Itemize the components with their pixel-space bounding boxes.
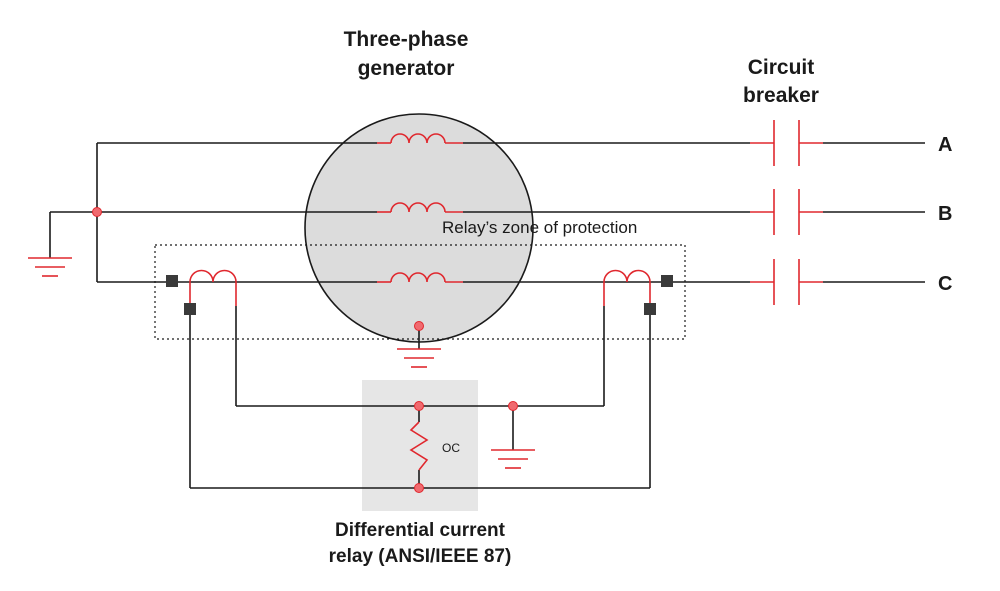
relay-junction-dot-bottom — [414, 483, 424, 493]
breaker-title-line2: breaker — [743, 84, 819, 107]
winding-b — [377, 202, 463, 213]
breaker-a — [750, 120, 823, 166]
phase-a-label: A — [938, 134, 952, 156]
overcurrent-element — [409, 421, 429, 471]
generator-title-line1: Three-phase — [344, 28, 469, 51]
breaker-c — [750, 259, 823, 305]
ground-junction-dot — [508, 401, 518, 411]
winding-c — [377, 272, 463, 283]
relay-title-line1: Differential current — [335, 520, 506, 541]
zone-of-protection-label: Relay’s zone of protection — [442, 218, 637, 237]
right-ct-terminal-bottom — [644, 303, 656, 315]
right-ct-terminal-top — [661, 275, 673, 287]
breaker-title-line1: Circuit — [748, 56, 815, 79]
generator-neutral-dot — [414, 321, 424, 331]
left-ground-symbol — [28, 212, 72, 277]
generator-title-line2: generator — [358, 57, 455, 80]
relay-title-line2: relay (ANSI/IEEE 87) — [329, 546, 512, 567]
right-current-transformer — [603, 269, 651, 306]
relay-junction-dot-top — [414, 401, 424, 411]
relay-ground-symbol — [491, 449, 535, 469]
left-ct-terminal-bottom — [184, 303, 196, 315]
left-ct-terminal-top — [166, 275, 178, 287]
phase-b-label: B — [938, 203, 952, 225]
left-current-transformer — [189, 269, 237, 306]
zone-of-protection-box — [154, 244, 686, 340]
oc-label: OC — [442, 441, 460, 455]
neutral-junction-dot — [92, 207, 102, 217]
winding-a — [377, 133, 463, 144]
phase-c-label: C — [938, 273, 952, 295]
breaker-b — [750, 189, 823, 235]
